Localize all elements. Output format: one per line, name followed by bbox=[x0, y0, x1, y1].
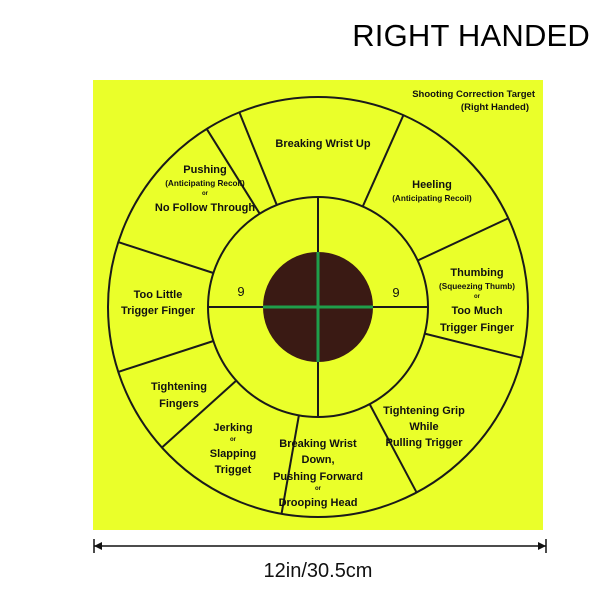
segment-tightening-fingers-line2: Fingers bbox=[159, 398, 199, 410]
segment-too-little: Too Little bbox=[134, 289, 183, 301]
segment-pushing-line2: No Follow Through bbox=[155, 202, 255, 214]
segment-jerking-or: or bbox=[230, 437, 237, 443]
segment-pushing-sub: (Anticipating Recoil) bbox=[165, 179, 245, 188]
target-sheet: Shooting Correction Target (Right Handed… bbox=[93, 80, 543, 530]
ring-number-right: 9 bbox=[392, 285, 399, 300]
target-diagram: 9 9 Breaking Wrist Up Heeling (Anticipat… bbox=[107, 96, 529, 518]
segment-thumbing: Thumbing bbox=[450, 267, 503, 279]
header-title: RIGHT HANDED bbox=[352, 18, 590, 53]
segment-divider bbox=[205, 128, 261, 215]
segment-divider bbox=[117, 241, 214, 274]
segment-thumbing-sub: (Squeezing Thumb) bbox=[439, 282, 515, 291]
segment-breaking-wrist-up: Breaking Wrist Up bbox=[275, 138, 370, 150]
sheet-title: Shooting Correction Target bbox=[412, 89, 535, 100]
segment-jerking-line2: Slapping bbox=[210, 448, 256, 460]
segment-tightening-grip: Tightening Grip bbox=[383, 405, 465, 417]
sheet-subtitle: (Right Handed) bbox=[460, 102, 529, 113]
outer-ring bbox=[107, 96, 529, 518]
dimension-arrow bbox=[93, 539, 547, 553]
segment-tightening-fingers: Tightening bbox=[151, 381, 207, 393]
dimension-label: 12in/30.5cm bbox=[263, 560, 373, 582]
segment-thumbing-or: or bbox=[474, 294, 481, 300]
segment-tightening-grip-line3: Pulling Trigger bbox=[385, 437, 463, 449]
segment-divider bbox=[117, 340, 214, 373]
segment-divider bbox=[424, 332, 523, 359]
segment-breaking-wrist-down-line4: Drooping Head bbox=[279, 497, 358, 509]
segment-divider bbox=[238, 111, 278, 206]
segment-breaking-wrist-down-or: or bbox=[315, 486, 322, 492]
segment-jerking-line3: Trigget bbox=[215, 464, 252, 476]
segment-thumbing-line2: Too Much bbox=[451, 305, 502, 317]
segment-divider bbox=[368, 403, 418, 493]
segment-breaking-wrist-down-line3: Pushing Forward bbox=[273, 471, 363, 483]
segment-thumbing-line3: Trigger Finger bbox=[440, 322, 515, 334]
segment-tightening-grip-line2: While bbox=[409, 421, 438, 433]
segment-pushing: Pushing bbox=[183, 164, 226, 176]
segment-heeling-sub: (Anticipating Recoil) bbox=[392, 194, 472, 203]
segment-divider bbox=[361, 114, 405, 207]
segment-dividers bbox=[117, 111, 523, 514]
segment-divider bbox=[417, 217, 509, 262]
segment-jerking: Jerking bbox=[213, 422, 252, 434]
segment-pushing-or: or bbox=[202, 191, 209, 197]
segment-divider bbox=[280, 415, 300, 514]
segment-divider bbox=[161, 379, 237, 449]
segment-breaking-wrist-down: Breaking Wrist bbox=[279, 438, 357, 450]
segment-heeling: Heeling bbox=[412, 179, 452, 191]
ring-number-left: 9 bbox=[237, 284, 244, 299]
segment-breaking-wrist-down-line2: Down, bbox=[302, 454, 335, 466]
segment-too-little-line2: Trigger Finger bbox=[121, 305, 196, 317]
